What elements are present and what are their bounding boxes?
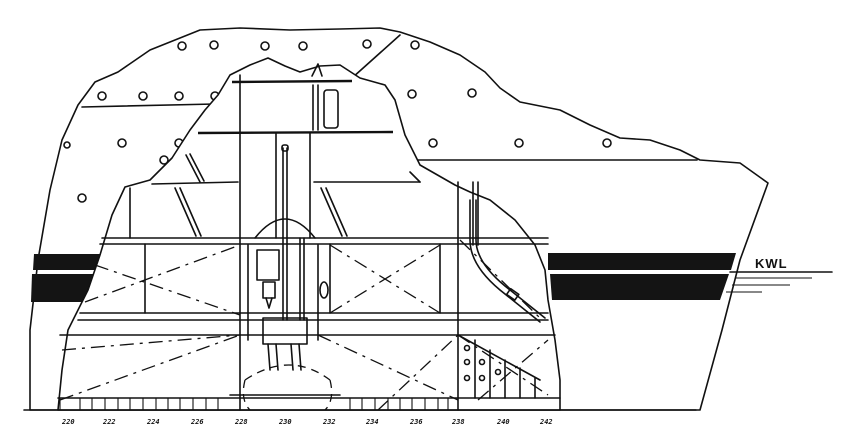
frame-label: 226 — [190, 418, 204, 426]
bulkheads — [129, 74, 479, 411]
boot-topping-bands — [31, 253, 736, 302]
frame-label: 222 — [102, 418, 116, 426]
waterline-marker: KWL — [726, 256, 833, 293]
frame-label: 236 — [409, 418, 423, 426]
frame-label: 230 — [278, 418, 292, 426]
frame-numbers: 220 222 224 226 228 230 232 234 236 238 … — [61, 418, 553, 426]
upper-fittings — [311, 63, 339, 131]
waterline-label: KWL — [755, 256, 788, 271]
frame-label: 238 — [451, 418, 465, 426]
frame-label: 224 — [146, 418, 160, 426]
double-bottom-floors — [59, 398, 449, 410]
curved-pipe — [469, 199, 546, 323]
frame-label: 234 — [365, 418, 379, 426]
ladders — [174, 153, 421, 237]
frame-label: 232 — [322, 418, 336, 426]
frame-label: 240 — [496, 418, 510, 426]
frame-label: 242 — [539, 418, 553, 426]
central-shaft-housing — [229, 144, 341, 411]
frame-label: 220 — [61, 418, 75, 426]
lower-right-stiffeners — [457, 334, 541, 399]
frame-label: 228 — [234, 418, 248, 426]
inner-cutaway — [57, 57, 561, 411]
diagonal-bracing — [59, 239, 549, 411]
rivet-holes — [63, 39, 612, 203]
